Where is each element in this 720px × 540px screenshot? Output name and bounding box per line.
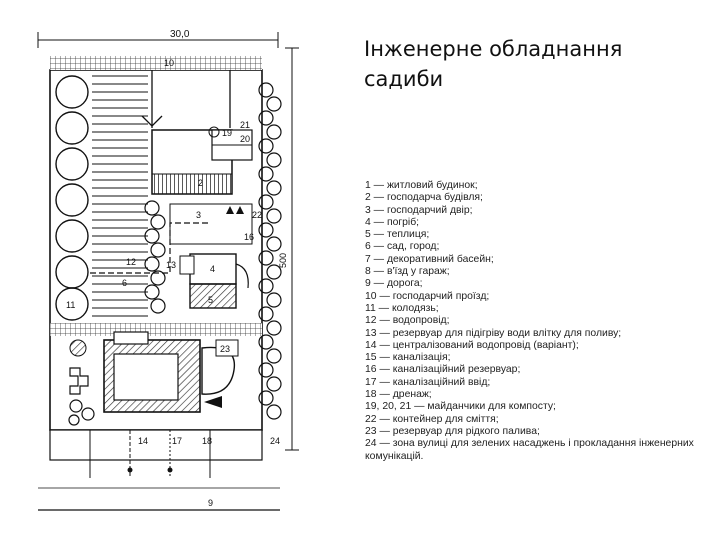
garage-entry-arrow (204, 396, 222, 408)
label-13: 13 (166, 260, 176, 270)
entry-shrubs (68, 399, 95, 426)
stepped-path (69, 367, 89, 395)
heating-tank (179, 255, 195, 275)
label-24: 24 (270, 436, 280, 446)
label-17: 17 (172, 436, 182, 446)
site-plan-diagram: 30,0 500 (37, 29, 299, 511)
yard-arrows (226, 206, 244, 214)
label-6: 6 (122, 278, 127, 288)
plan-number-labels: 10 19 21 20 2 3 22 16 13 4 12 6 5 11 23 … (66, 58, 280, 508)
label-21: 21 (240, 120, 250, 130)
label-18: 18 (202, 436, 212, 446)
label-19: 19 (222, 128, 232, 138)
legend-item: 14 — централізований водопровід (варіант… (365, 339, 579, 351)
label-20: 20 (240, 134, 250, 144)
width-dim-label: 30,0 (170, 29, 190, 40)
depth-dimension: 500 (278, 47, 299, 451)
water-pipe (90, 222, 208, 274)
width-dimension: 30,0 (37, 29, 279, 48)
compost-marker (208, 126, 220, 138)
street-greening-zone (49, 429, 263, 461)
legend-item: 18 — дренаж; (365, 389, 432, 401)
legend-item: 10 — господарчий проїзд; (365, 290, 490, 302)
label-12: 12 (126, 257, 136, 267)
label-3: 3 (196, 210, 201, 220)
legend-item: 2 — господарча будівля; (365, 192, 483, 204)
fuel-line (235, 263, 249, 289)
service-road (141, 70, 231, 128)
legend-item: 4 — погріб; (365, 216, 420, 228)
legend-item: 7 — декоративний басейн; (365, 253, 494, 265)
legend-item: 3 — господарчий двір; (365, 204, 473, 216)
legend-item: 22 — контейнер для сміття; (365, 413, 499, 425)
legend: 1 — житловий будинок;2 — господарча буді… (365, 180, 705, 463)
garden-beds (92, 75, 148, 317)
legend-item: 24 — зона вулиці для зелених насаджень і… (365, 438, 694, 462)
hedge-band-middle (50, 323, 262, 336)
label-2: 2 (198, 178, 203, 188)
legend-item: 17 — каналізаційний ввід; (365, 376, 491, 388)
legend-item: 13 — резервуар для підігріву води влітку… (365, 327, 622, 339)
label-4: 4 (210, 264, 215, 274)
label-22: 22 (252, 210, 262, 220)
legend-item: 9 — дорога; (365, 278, 423, 290)
legend-item: 8 — в'їзд у гараж; (365, 266, 450, 278)
title-line-1: Інженерне обладнання (364, 37, 623, 61)
courtyard-shrubs (144, 200, 166, 314)
fuel-tank (215, 339, 239, 357)
label-9: 9 (208, 498, 213, 508)
right-shrubs (258, 82, 282, 420)
outbuilding-hatch (151, 173, 233, 195)
north-hedge-band (50, 56, 262, 70)
garden-trees (55, 75, 89, 321)
title-line-2: садиби (364, 67, 444, 91)
legend-item: 19, 20, 21 — майданчики для компосту; (365, 401, 556, 413)
legend-item: 12 — водопровід; (365, 315, 450, 327)
house-porch (113, 331, 149, 345)
legend-item: 11 — колодязь; (365, 302, 439, 314)
label-10: 10 (164, 58, 174, 68)
house-core (113, 353, 179, 401)
legend-item: 1 — житловий будинок; (365, 180, 478, 191)
label-11: 11 (66, 300, 75, 310)
page-title: Інженерне обладнання садиби (364, 34, 704, 94)
depth-dim-label: 500 (278, 253, 288, 268)
legend-item: 5 — теплиця; (365, 229, 430, 241)
legend-item: 23 — резервуар для рідкого палива; (365, 425, 540, 437)
legend-item: 15 — каналізація; (365, 352, 451, 364)
legend-item: 16 — каналізаційний резервуар; (365, 364, 521, 376)
label-5: 5 (208, 295, 213, 305)
label-16: 16 (244, 232, 254, 242)
legend-item: 6 — сад, город; (365, 241, 440, 253)
label-14: 14 (138, 436, 148, 446)
well (69, 339, 87, 357)
greenhouse (189, 283, 237, 309)
label-23: 23 (220, 344, 230, 354)
